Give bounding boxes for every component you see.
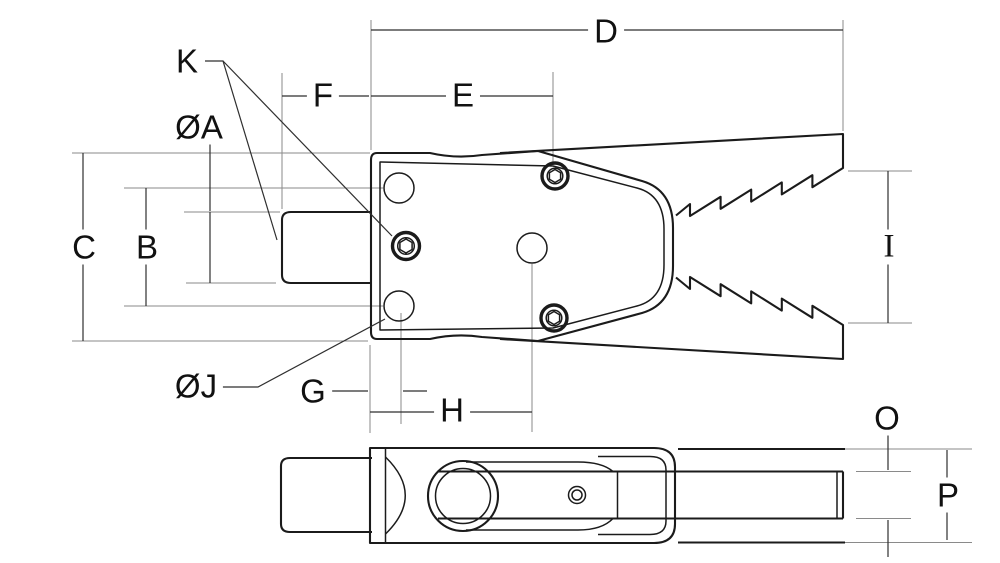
dim-label-J: ØJ xyxy=(168,368,224,404)
dim-label-A: ØA xyxy=(169,109,229,145)
dim-label-F: F xyxy=(306,77,340,113)
dim-label-C: C xyxy=(66,229,102,265)
leader-K-screw xyxy=(222,60,393,237)
dim-label-O: O xyxy=(868,400,906,436)
dim-label-H: H xyxy=(434,392,470,428)
side-view xyxy=(279,446,845,545)
upper-jaw xyxy=(499,132,845,218)
housing-outline xyxy=(368,446,677,545)
socket-screw-bottom-right xyxy=(539,303,569,333)
dim-label-I: I xyxy=(877,229,901,265)
dowel-hole-upper xyxy=(383,172,415,204)
socket-screw-top-right xyxy=(540,161,570,191)
dim-label-E: E xyxy=(445,77,481,113)
dim-label-G: G xyxy=(294,373,332,409)
mounting-shaft-side xyxy=(279,456,372,534)
pivot-ring-inner xyxy=(434,467,492,525)
pivot-ring-outer xyxy=(426,459,500,533)
mounting-shaft-top xyxy=(280,210,372,285)
body-inner-wall xyxy=(379,161,665,331)
dowel-hole-lower xyxy=(383,290,415,322)
side-screw-hole-inner xyxy=(571,489,583,501)
top-view xyxy=(280,132,845,361)
lower-jaw xyxy=(499,275,845,361)
cam-top-edge xyxy=(466,461,614,473)
center-hole xyxy=(516,232,548,264)
leader-K-shaft xyxy=(205,60,278,241)
extension-lines xyxy=(72,20,972,543)
dim-label-K: K xyxy=(169,43,205,79)
leader-J xyxy=(220,318,386,388)
socket-screw-left xyxy=(390,230,422,262)
dim-label-B: B xyxy=(129,229,165,265)
body-outline xyxy=(369,149,675,343)
dim-label-P: P xyxy=(930,477,966,513)
cam-bottom-edge xyxy=(466,517,614,531)
side-screw-hole-outer xyxy=(567,485,587,505)
housing-inner-wall-right xyxy=(598,455,667,536)
housing-bore-arc xyxy=(384,456,406,535)
dim-label-D: D xyxy=(588,13,624,49)
